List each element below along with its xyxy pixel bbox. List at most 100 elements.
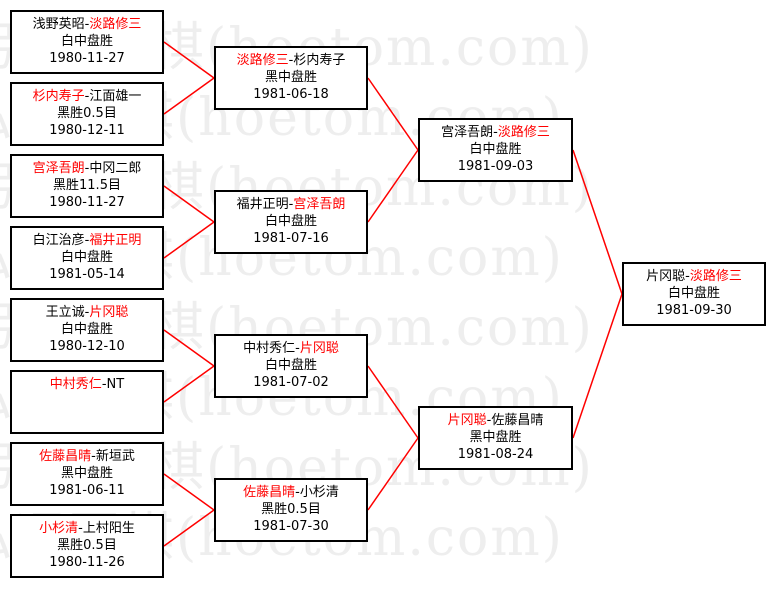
match-players: 佐藤昌晴-新垣武 (12, 448, 162, 465)
match-date: 1980-12-11 (49, 123, 125, 138)
match-result: 黑胜0.5目 (57, 538, 117, 553)
match-box-r3-1[interactable]: 宫泽吾朗-淡路修三白中盘胜 1981-09-03 (418, 118, 573, 182)
match-result: 黑胜0.5目 (261, 502, 321, 517)
match-result: 黑中盘胜 (264, 70, 317, 85)
match-date: 1980-11-26 (49, 555, 125, 570)
connector-line (367, 437, 419, 511)
match-date: 1981-07-30 (253, 519, 329, 534)
connector-line (367, 149, 419, 223)
player-2-name: 淡路修三 (497, 125, 550, 140)
match-players: 片冈聪-淡路修三 (624, 268, 764, 285)
players-separator: - (84, 233, 90, 248)
players-separator: - (91, 449, 96, 464)
player-1-name: 宫泽吾朗 (32, 161, 85, 176)
player-1-name: 片冈聪 (646, 269, 686, 284)
player-1-name: 中村秀仁 (49, 377, 102, 392)
match-date: 1981-06-18 (253, 87, 329, 102)
player-1-name: 佐藤昌晴 (243, 485, 296, 500)
player-2-name: 淡路修三 (689, 269, 742, 284)
connector-line (163, 185, 215, 223)
player-1-name: 淡路修三 (236, 53, 289, 68)
connector-line (163, 473, 215, 511)
match-players: 王立诚-片冈聪 (12, 304, 162, 321)
match-players: 宫泽吾朗-淡路修三 (420, 124, 571, 141)
match-result: 白中盘胜 (60, 250, 113, 265)
connector-line (163, 365, 215, 403)
match-result: 黑胜11.5目 (53, 178, 121, 193)
match-result: 黑胜0.5目 (57, 106, 117, 121)
match-players: 中村秀仁-NT (12, 376, 162, 393)
match-result: 白中盘胜 (469, 142, 522, 157)
match-date: 1981-09-30 (656, 303, 732, 318)
match-players: 福井正明-宫泽吾朗 (216, 196, 366, 213)
connector-line (163, 221, 215, 259)
player-1-name: 杉内寿子 (32, 89, 85, 104)
player-1-name: 福井正明 (236, 197, 289, 212)
match-date: 1981-06-11 (49, 483, 125, 498)
players-separator: - (295, 485, 300, 500)
players-separator: - (486, 413, 492, 428)
player-2-name: 新垣武 (95, 449, 135, 464)
player-1-name: 白江治彦 (32, 233, 85, 248)
match-players: 宫泽吾朗-中冈二郎 (12, 160, 162, 177)
player-2-name: 小杉清 (299, 485, 339, 500)
player-1-name: 浅野英昭 (32, 17, 85, 32)
match-date: 1981-07-02 (253, 375, 329, 390)
connector-line (163, 41, 215, 79)
player-2-name: 宫泽吾朗 (293, 197, 346, 212)
connector-line (572, 149, 623, 295)
players-separator: - (84, 89, 90, 104)
player-2-name: 片冈聪 (299, 341, 339, 356)
players-separator: - (101, 377, 107, 392)
match-box-r1-8[interactable]: 小杉清-上村阳生黑胜0.5目 1980-11-26 (10, 514, 164, 578)
match-date: 1981-09-03 (457, 159, 534, 174)
players-separator: - (78, 521, 83, 536)
match-result: 黑中盘胜 (469, 430, 522, 445)
match-players: 白江治彦-福井正明 (12, 232, 162, 249)
player-1-name: 片冈聪 (447, 413, 487, 428)
match-players: 淡路修三-杉内寿子 (216, 52, 366, 69)
players-separator: - (288, 197, 294, 212)
match-box-r1-6[interactable]: 中村秀仁-NT (10, 370, 164, 434)
match-box-r2-4[interactable]: 佐藤昌晴-小杉清黑胜0.5目 1981-07-30 (214, 478, 368, 542)
match-result: 白中盘胜 (264, 214, 317, 229)
player-1-name: 王立诚 (45, 305, 85, 320)
connector-line (367, 77, 419, 151)
player-2-name: 上村阳生 (82, 521, 135, 536)
match-date: 1980-11-27 (49, 51, 125, 66)
players-separator: - (84, 305, 90, 320)
player-2-name: 福井正明 (89, 233, 142, 248)
players-separator: - (685, 269, 690, 284)
player-2-name: 杉内寿子 (293, 53, 346, 68)
player-2-name: 中冈二郎 (89, 161, 142, 176)
match-result: 白中盘胜 (264, 358, 317, 373)
connector-line (163, 77, 215, 115)
match-box-r2-3[interactable]: 中村秀仁-片冈聪白中盘胜 1981-07-02 (214, 334, 368, 398)
player-2-name: 淡路修三 (89, 17, 142, 32)
connector-line (163, 329, 215, 367)
match-players: 中村秀仁-片冈聪 (216, 340, 366, 357)
connector-line (572, 293, 623, 439)
match-date: 1980-12-10 (49, 339, 125, 354)
player-1-name: 中村秀仁 (243, 341, 296, 356)
players-separator: - (288, 53, 294, 68)
player-2-name: 江面雄一 (89, 89, 142, 104)
match-players: 杉内寿子-江面雄一 (12, 88, 162, 105)
match-players: 片冈聪-佐藤昌晴 (420, 412, 571, 429)
match-players: 小杉清-上村阳生 (12, 520, 162, 537)
players-separator: - (84, 17, 90, 32)
player-2-name: 佐藤昌晴 (491, 413, 544, 428)
player-2-name: 片冈聪 (89, 305, 129, 320)
match-players: 浅野英昭-淡路修三 (12, 16, 162, 33)
match-date: 1981-07-16 (253, 231, 329, 246)
